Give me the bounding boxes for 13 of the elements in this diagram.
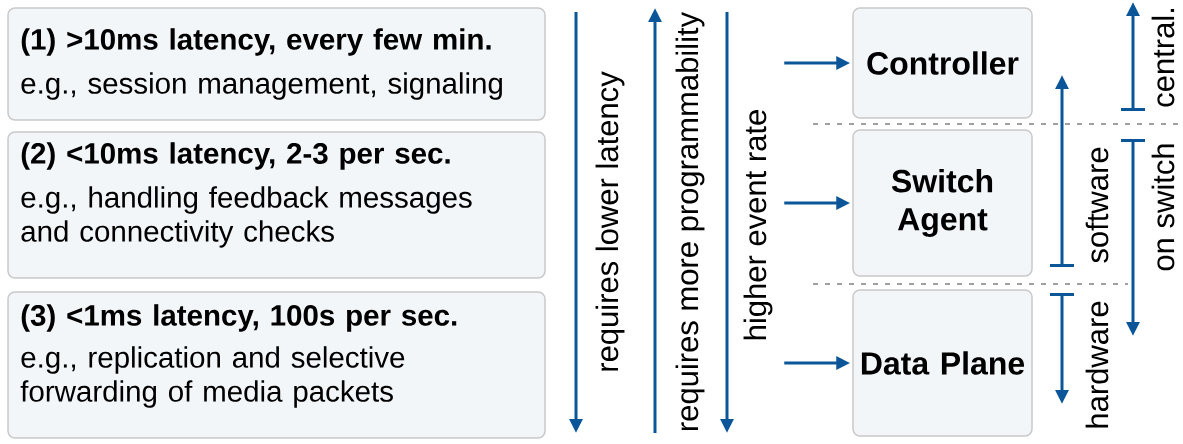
rotated-label: hardware (1085, 301, 1109, 428)
component-box: Controller (852, 7, 1033, 119)
category-box: (2) <10ms latency, 2-3 per sec. e.g., handling feedback messages and connectivity checks (7, 131, 546, 279)
rotated-label: requires lower latency (595, 71, 625, 371)
rotated-label: on switch (1151, 144, 1175, 271)
category-box: (3) <1ms latency, 100s per sec. e.g., replication and selective forwarding of media packets (7, 291, 546, 439)
component-box: Switch Agent (852, 129, 1033, 277)
rotated-label: higher event rate (743, 110, 773, 340)
rotated-label: software (1085, 147, 1109, 263)
category-box: (1) >10ms latency, every few min. e.g., session management, signaling (7, 7, 546, 121)
component-box: Data Plane (852, 289, 1033, 437)
rotated-label: requires more programmability (675, 11, 705, 431)
rotated-label: central. (1151, 9, 1175, 107)
